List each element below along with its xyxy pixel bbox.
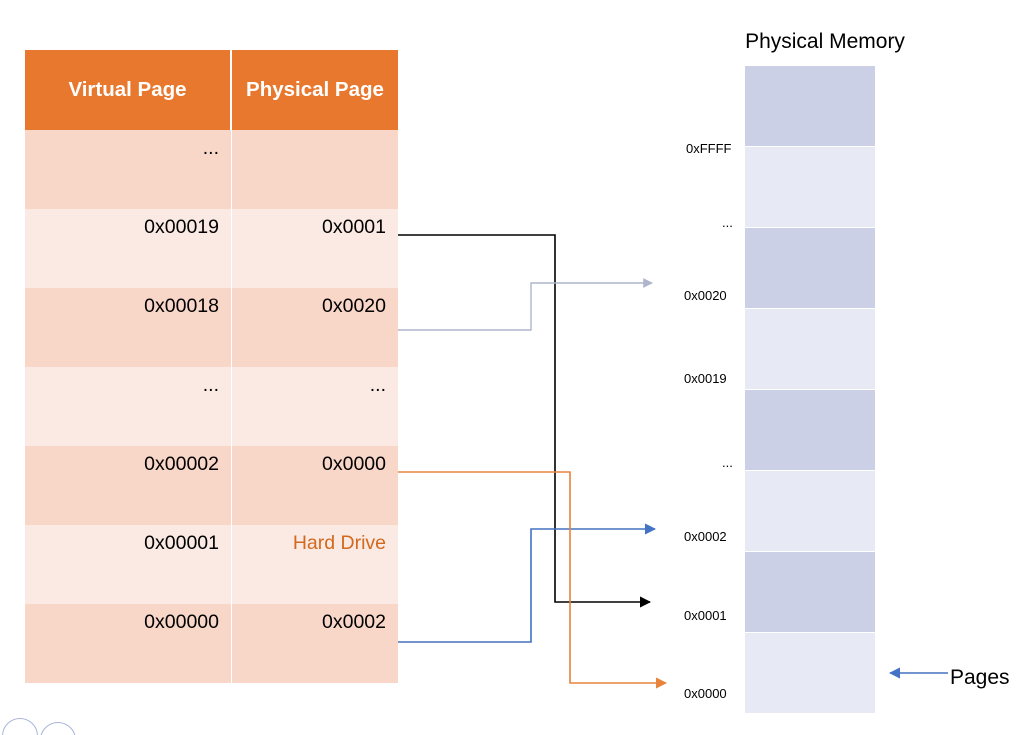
memory-block [745,471,875,552]
cell-virtual-page: ... [25,367,232,446]
cell-virtual-page: ... [25,130,232,209]
connector-virtual-00000-to-physical-0002 [398,523,657,643]
table-row: 0x00002 0x0000 [25,446,398,526]
memory-label: ... [722,455,733,470]
memory-label: 0xFFFF [686,141,732,156]
physical-memory-title: Physical Memory [745,30,905,53]
memory-block [745,552,875,633]
cell-virtual-page: 0x00001 [25,525,232,604]
header-virtual-page: Virtual Page [25,50,232,130]
table-row: 0x00019 0x0001 [25,209,398,289]
connector-virtual-19-to-physical-0001 [398,234,652,608]
connector-virtual-18-to-physical-0020 [398,278,653,331]
connector-virtual-00002-to-physical-0000 [398,471,668,689]
memory-label: 0x0002 [684,529,727,544]
cell-virtual-page: 0x00002 [25,446,232,525]
page-table-header-row: Virtual Page Physical Page [25,50,398,130]
memory-block [745,66,875,147]
decorative-circle [2,718,38,735]
memory-block [745,390,875,471]
memory-block [745,309,875,390]
table-row: ... ... [25,367,398,447]
table-row: 0x00018 0x0020 [25,288,398,368]
cell-physical-page: 0x0000 [232,446,398,525]
table-row: ... [25,130,398,210]
cell-physical-page: 0x0001 [232,209,398,288]
cell-virtual-page: 0x00019 [25,209,232,288]
table-row: 0x00000 0x0002 [25,604,398,684]
memory-label: 0x0001 [684,608,727,623]
cell-physical-page: 0x0002 [232,604,398,683]
memory-label: 0x0000 [684,686,727,701]
header-physical-page: Physical Page [232,50,398,130]
page-table: Virtual Page Physical Page ... 0x00019 0… [25,50,398,685]
cell-virtual-page: 0x00000 [25,604,232,683]
memory-label: 0x0019 [684,371,727,386]
pages-label: Pages [950,665,1010,689]
memory-block [745,228,875,309]
memory-block [745,147,875,228]
memory-label: ... [722,215,733,230]
table-row: 0x00001 Hard Drive [25,525,398,605]
cell-physical-page: 0x0020 [232,288,398,367]
pages-legend: Pages [884,655,1032,700]
memory-label: 0x0020 [684,288,727,303]
cell-physical-page-hard-drive: Hard Drive [232,525,398,604]
cell-virtual-page: 0x00018 [25,288,232,367]
cell-physical-page: ... [232,367,398,446]
memory-block [745,633,875,714]
decorative-circle [40,722,76,735]
cell-physical-page [232,130,398,209]
